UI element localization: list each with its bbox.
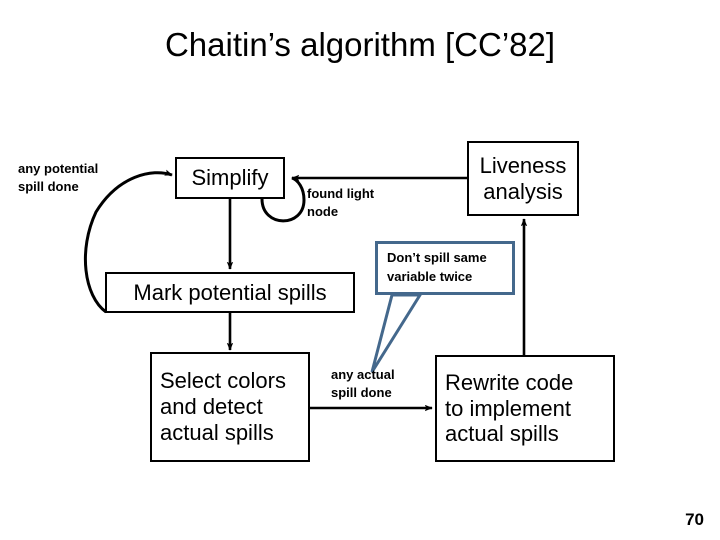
node-mark-potential-spills-label: Mark potential spills bbox=[133, 279, 327, 305]
node-select-colors-detect-spills[interactable]: Select colors and detect actual spills bbox=[150, 352, 310, 462]
node-mark-potential-spills[interactable]: Mark potential spills bbox=[105, 272, 355, 313]
node-liveness-analysis-label: Liveness analysis bbox=[479, 152, 567, 204]
node-rewrite-code-label: Rewrite code to implement actual spills bbox=[445, 369, 574, 447]
edge-label-any-potential-spill-done: any potential spill done bbox=[18, 161, 99, 194]
edge-label-found-light-node: found light node bbox=[307, 186, 375, 219]
edge-simplify-self-loop bbox=[260, 176, 306, 223]
edge-label-any-actual-spill-done: any actual spill done bbox=[331, 367, 395, 400]
edge-mark-to-simplify-feedback bbox=[83, 169, 173, 314]
node-simplify[interactable]: Simplify bbox=[175, 157, 285, 199]
node-liveness-analysis[interactable]: Liveness analysis bbox=[467, 141, 579, 216]
page-number: 70 bbox=[685, 510, 704, 529]
node-rewrite-code[interactable]: Rewrite code to implement actual spills bbox=[435, 355, 615, 462]
callout-dont-spill-same-variable-twice: Don’t spill same variable twice bbox=[375, 241, 515, 295]
node-simplify-label: Simplify bbox=[191, 165, 269, 191]
page-title: Chaitin’s algorithm [CC’82] bbox=[164, 26, 556, 63]
node-select-colors-detect-spills-label: Select colors and detect actual spills bbox=[160, 368, 286, 445]
callout-tail bbox=[370, 293, 423, 373]
